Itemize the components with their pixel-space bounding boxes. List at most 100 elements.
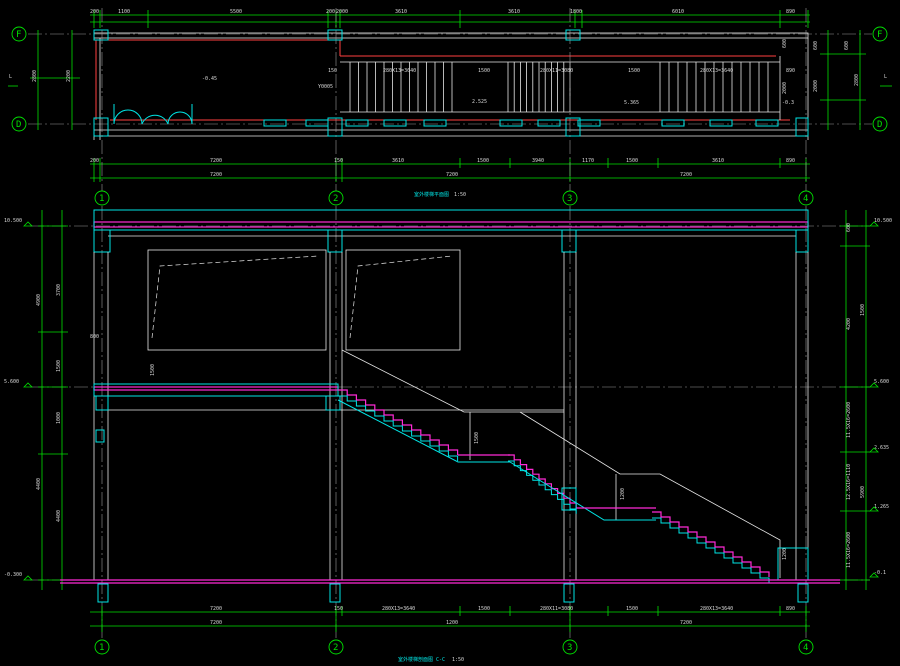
plan-dim-top-4: 2000	[336, 9, 348, 15]
window-right	[345, 249, 461, 351]
axis-label-4-bottom: 4	[803, 643, 808, 653]
plan-dim-right-0b: 600	[844, 41, 850, 50]
plan-stair-label-2: 280X13=3640	[700, 68, 733, 74]
axis-label-d-left: D	[16, 120, 21, 130]
sec-dim-right-0: 600	[846, 223, 852, 232]
axis-bubble-d-left	[11, 116, 27, 132]
plan-dim-left-0: 2800	[32, 70, 38, 82]
stair-soffit	[337, 399, 510, 463]
plan-dim-bot2-0: 7200	[210, 172, 222, 178]
plan-dim-bot-7: 1500	[626, 158, 638, 164]
sec-inner-dim-2: 1200	[782, 548, 788, 560]
sec-dim-left-3: 4400	[36, 478, 42, 490]
axis-bubble-1-bottom	[94, 639, 110, 655]
sec-inner-dim-1: 1200	[620, 488, 626, 500]
sec-dim-left-6: 800	[90, 334, 99, 340]
sec-dim-bot-1: 150	[334, 606, 343, 612]
plan-dim-top-5: 3610	[395, 9, 407, 15]
axis-label-f-right: F	[877, 30, 882, 40]
plan-dim-top-0: 200	[90, 9, 99, 15]
sec-dim-right-4: 12.5X16=1110	[846, 464, 852, 500]
axis-bubble-1-mid	[94, 190, 110, 206]
sec-dim-left-4: 1000	[56, 412, 62, 424]
window-left	[147, 249, 327, 351]
sec-dim-bot-4: 280X11=3080	[540, 606, 573, 612]
plan-dim-bot-3: 3610	[392, 158, 404, 164]
plan-cut-right: L	[884, 74, 887, 80]
section-stair-flights	[337, 389, 770, 583]
axis-bubble-4-bottom	[798, 639, 814, 655]
stair-flight	[338, 389, 459, 455]
sec-dim-bot-2: 280X13=3640	[382, 606, 415, 612]
sec-dim-bot-0: 7200	[210, 606, 222, 612]
plan-dim-bot2-1: 7200	[446, 172, 458, 178]
plan-dim-top-3: 200	[326, 9, 335, 15]
sec-level-right-3: 1.265	[874, 504, 889, 510]
axis-bubble-f-right	[872, 26, 888, 42]
plan-dim-bot-1: 7200	[210, 158, 222, 164]
plan-mid-dim-4: 890	[786, 68, 795, 74]
plan-dim-right-1: 2000	[813, 80, 819, 92]
axis-label-f-left: F	[16, 30, 21, 40]
plan-dim-bot-4: 1500	[477, 158, 489, 164]
sec-dim-left-5: 4400	[56, 510, 62, 522]
sec-dim-right-5: 11.5X16=2600	[846, 532, 852, 568]
plan-level-1: 2.525	[472, 99, 487, 105]
stair-flight	[338, 395, 459, 461]
stair-flight	[652, 517, 770, 583]
sec-dim-bot-6: 280X13=3640	[700, 606, 733, 612]
sec-level-right-0: 10.500	[874, 218, 892, 224]
sec-dim-right-2: 1500	[860, 304, 866, 316]
stair-flight	[652, 511, 770, 577]
sec-level-left-2: -0.300	[4, 572, 22, 578]
sec-dim-bot2-1: 1200	[446, 620, 458, 626]
plan-dim-top-8: 6010	[672, 9, 684, 15]
plan-title: 室外楼梯平面图	[414, 191, 449, 198]
plan-dim-bot-0: 200	[90, 158, 99, 164]
plan-dim-bot-2: 150	[334, 158, 343, 164]
plan-stair-treads	[349, 62, 769, 112]
plan-level-2: 5.365	[624, 100, 639, 106]
sec-level-left-0: 10.500	[4, 218, 22, 224]
axis-bubble-f-left	[11, 26, 27, 42]
sec-dim-right-1: 4200	[846, 318, 852, 330]
stair-flight	[508, 454, 577, 508]
plan-scale: 1:50	[454, 192, 466, 198]
grid-axes	[101, 8, 807, 640]
stair-soffit	[509, 461, 656, 521]
plan-mid-dim-1: 1500	[478, 68, 490, 74]
section-title: 室外楼梯剖面图 C-C	[398, 656, 445, 663]
section-scale: 1:50	[452, 657, 464, 663]
plan-view: 200 1100 5500 200 2000 3610 3610 1800 60…	[8, 9, 892, 198]
plan-mid-dim-2: 1500	[628, 68, 640, 74]
plan-mid-dim-5: 2000	[782, 82, 788, 94]
axis-label-3-mid: 3	[567, 194, 572, 204]
plan-dim-bot-8: 3610	[712, 158, 724, 164]
stair-flight	[508, 460, 577, 514]
plan-stair-label-1: 280X11=3080	[540, 68, 573, 74]
plan-dim-left-1: 2200	[66, 70, 72, 82]
axis-bubble-d-right	[872, 116, 888, 132]
axis-bubble-3-bottom	[562, 639, 578, 655]
axis-bubble-2-bottom	[328, 639, 344, 655]
axis-label-2-mid: 2	[333, 194, 338, 204]
plan-dim-right-2: 2800	[854, 74, 860, 86]
sec-dim-right-6: 5900	[860, 486, 866, 498]
axis-label-3-bottom: 3	[567, 643, 572, 653]
axis-label-d-right: D	[877, 120, 882, 130]
sec-dim-bot-5: 1500	[626, 606, 638, 612]
section-view: 10.500 5.600 -0.300 10.500 5.600 2.635 1…	[4, 209, 892, 663]
plan-stair-label-0: 280X13=3640	[383, 68, 416, 74]
plan-dim-bot2-2: 7200	[680, 172, 692, 178]
plan-dim-top-2: 5500	[230, 9, 242, 15]
axis-bubble-3-mid	[562, 190, 578, 206]
sec-dim-left-7: 1500	[150, 364, 156, 376]
plan-dim-right-0: 600	[813, 41, 819, 50]
axis-label-2-bottom: 2	[333, 643, 338, 653]
plan-cut-left: L	[9, 74, 12, 80]
axis-bubble-2-mid	[328, 190, 344, 206]
sec-dim-right-3: 11.5X16=2600	[846, 402, 852, 438]
sec-dim-left-1: 3700	[56, 284, 62, 296]
axis-bubble-4-mid	[798, 190, 814, 206]
